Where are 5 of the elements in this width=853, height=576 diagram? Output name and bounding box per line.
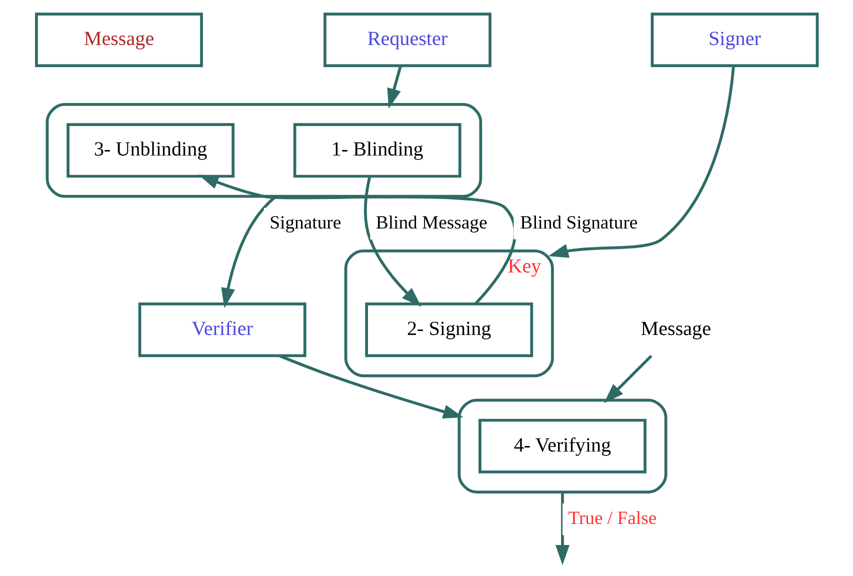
edge-label: Blind Signature bbox=[520, 212, 638, 234]
edge-label: Blind Message bbox=[376, 212, 488, 234]
node-text: Message bbox=[640, 318, 712, 340]
edge-label: True / False bbox=[568, 508, 657, 530]
edge-label: Signature bbox=[270, 212, 342, 234]
